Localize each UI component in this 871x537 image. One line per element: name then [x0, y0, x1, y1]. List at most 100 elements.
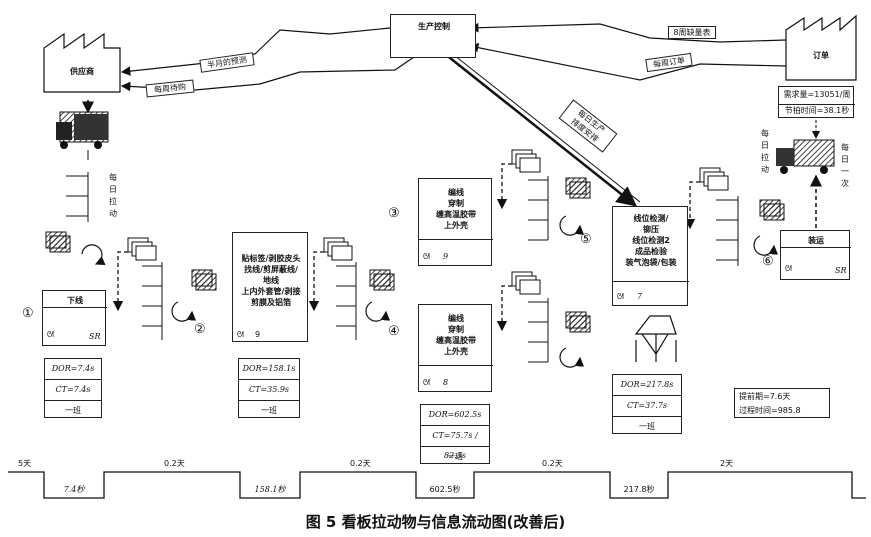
process-2-data: DOR=158.1s CT=35.9s 一班 — [238, 358, 300, 418]
kanban-post-icon — [634, 315, 677, 362]
process-4-ct: CT=75.7s / 82.3s — [421, 426, 489, 460]
process-6-label: 装运 — [781, 235, 851, 248]
process-5-count: 7 — [637, 292, 643, 301]
kanban-hatched-5 — [565, 311, 591, 333]
p4-line-0: 编线 — [448, 314, 464, 323]
truck-left — [56, 100, 109, 149]
process-5-lines: 线位检测/铆压线位检测2 成品检验装气泡袋/包装 — [613, 213, 689, 268]
process-time: 过程时间=985.8 — [739, 406, 801, 415]
timeline-top-1: 5天 — [18, 459, 32, 468]
p2-line-2: 地线 — [263, 276, 279, 285]
timeline-bottom-4: 217.8秒 — [623, 485, 655, 494]
flow-pc-to-supplier — [120, 27, 391, 76]
p4-line-1: 穿制 — [448, 325, 464, 334]
operator-icon: ᘛ — [237, 330, 244, 339]
p3-line-3: 上外壳 — [444, 221, 468, 230]
flow-customer-to-pc-2 — [468, 42, 787, 81]
process-4-number: ④ — [388, 324, 400, 339]
supplier-label: 供应商 — [70, 67, 94, 76]
kanban-hatched-1 — [45, 231, 71, 253]
daily-pull-left-label: 每日拉动 — [109, 173, 117, 218]
process-3-count: 9 — [443, 252, 449, 261]
lead-time-box: 提前期=7.6天 过程时间=985.8 — [734, 388, 830, 418]
process-2-dor: DOR=158.1s — [239, 359, 299, 380]
operator-icon: ᘛ — [617, 292, 624, 301]
process-3-box: 编线穿制缠高温胶带上外壳 ᘛ 9 — [418, 178, 493, 266]
operator-icon: ᘛ — [423, 252, 430, 261]
p2-line-0: 贴标签/剥胶皮头 — [241, 254, 301, 263]
kanban-hatched-2 — [191, 269, 217, 291]
p3-line-2: 缠高温胶带 — [436, 210, 476, 219]
process-2-ct: CT=35.9s — [239, 380, 299, 401]
process-2-lines: 贴标签/剥胶皮头找线/剪屏蔽线/地线上内外套管/剥接剪膜及铝箔 — [233, 253, 309, 308]
kanban-hatched-4 — [565, 177, 591, 199]
process-2-box: 贴标签/剥胶皮头找线/剪屏蔽线/地线上内外套管/剥接剪膜及铝箔 ᘛ 9 — [232, 232, 308, 342]
process-1-number: ① — [22, 306, 34, 321]
daily-once-label: 每日一次 — [841, 143, 849, 188]
process-4-data: DOR=602.5s CT=75.7s / 82.3s 一班 — [420, 404, 490, 464]
flow-pc-to-assembly — [439, 49, 637, 207]
process-5-dor: DOR=217.8s — [613, 375, 681, 396]
process-1-dor: DOR=7.4s — [45, 359, 101, 380]
daily-pull-right-label: 每日拉动 — [761, 129, 769, 174]
customer-factory — [785, 14, 857, 81]
truck-right — [776, 139, 835, 174]
process-5-shift: 一班 — [639, 422, 655, 431]
process-4-count: 8 — [443, 378, 449, 387]
timeline-bottom-2: 158.1秒 — [254, 485, 286, 494]
process-6-box: 装运 ᘛ SR — [780, 230, 851, 280]
process-4-shift: 一班 — [447, 452, 463, 461]
kanban-hatched-6 — [759, 199, 785, 221]
customer-data-box: 需求量=13051/周 节拍时间=38.1秒 — [778, 86, 855, 118]
process-5-data: DOR=217.8s CT=37.7s 一班 — [612, 374, 682, 434]
process-3-number: ③ — [388, 206, 400, 221]
flow-customer-to-pc — [468, 22, 787, 43]
figure-caption: 图 5 看板拉动物与信息流动图(改善后) — [305, 513, 566, 531]
process-5-box: 线位检测/铆压线位检测2 成品检验装气泡袋/包装 ᘛ 7 — [612, 206, 689, 306]
p5-line-2: 线位检测2 — [632, 236, 670, 245]
operator-icon: ᘛ — [47, 330, 54, 339]
process-4-dor: DOR=602.5s — [421, 405, 489, 426]
p5-line-3: 成品检验 — [635, 247, 667, 256]
process-5-number: ⑤ — [580, 232, 592, 247]
operator-icon: ᘛ — [423, 378, 430, 387]
timeline-top-2: 0.2天 — [164, 459, 185, 468]
timeline-line — [8, 471, 866, 499]
process-5-ct: CT=37.7s — [613, 396, 681, 417]
production-control-box: 生产控制 — [390, 14, 476, 58]
process-1-box: 下线 ᘛ SR — [42, 290, 107, 346]
customer-label: 订单 — [813, 51, 829, 60]
p5-line-4: 装气泡袋/包装 — [625, 258, 677, 267]
process-1-tag: SR — [89, 332, 101, 341]
kanban-hatched-3 — [369, 269, 395, 291]
process-1-data: DOR=7.4s CT=7.4s 一班 — [44, 358, 102, 418]
process-2-shift: 一班 — [261, 406, 277, 415]
operator-icon: ᘛ — [785, 264, 792, 273]
p2-line-3: 上内外套管/剥接 — [241, 287, 301, 296]
process-6-number: ⑥ — [762, 254, 774, 269]
p2-line-1: 找线/剪屏蔽线/ — [244, 265, 298, 274]
process-3-lines: 编线穿制缠高温胶带上外壳 — [419, 187, 493, 231]
process-6-tag: SR — [835, 266, 847, 275]
process-4-lines: 编线穿制缠高温胶带上外壳 — [419, 313, 493, 357]
supplier-factory — [43, 32, 121, 93]
eight-week-forecast-label: 8周缺量表 — [668, 26, 716, 39]
production-control-label: 生产控制 — [418, 22, 450, 31]
p4-line-2: 缠高温胶带 — [436, 336, 476, 345]
customer-demand: 需求量=13051/周 — [783, 90, 851, 99]
process-1-ct: CT=7.4s — [45, 380, 101, 401]
p5-line-0: 线位检测/ — [633, 214, 669, 223]
customer-takt: 节拍时间=38.1秒 — [779, 104, 855, 116]
p5-line-1: 铆压 — [643, 225, 659, 234]
p3-line-0: 编线 — [448, 188, 464, 197]
timeline-bottom-3: 602.5秒 — [429, 485, 461, 494]
process-1-shift: 一班 — [65, 406, 81, 415]
timeline-bottom-1: 7.4秒 — [63, 485, 85, 494]
timeline-top-4: 0.2天 — [542, 459, 563, 468]
timeline-top-5: 2天 — [720, 459, 734, 468]
process-2-count: 9 — [255, 330, 261, 339]
process-1-label: 下线 — [43, 295, 107, 308]
p2-line-4: 剪膜及铝箔 — [251, 298, 291, 307]
